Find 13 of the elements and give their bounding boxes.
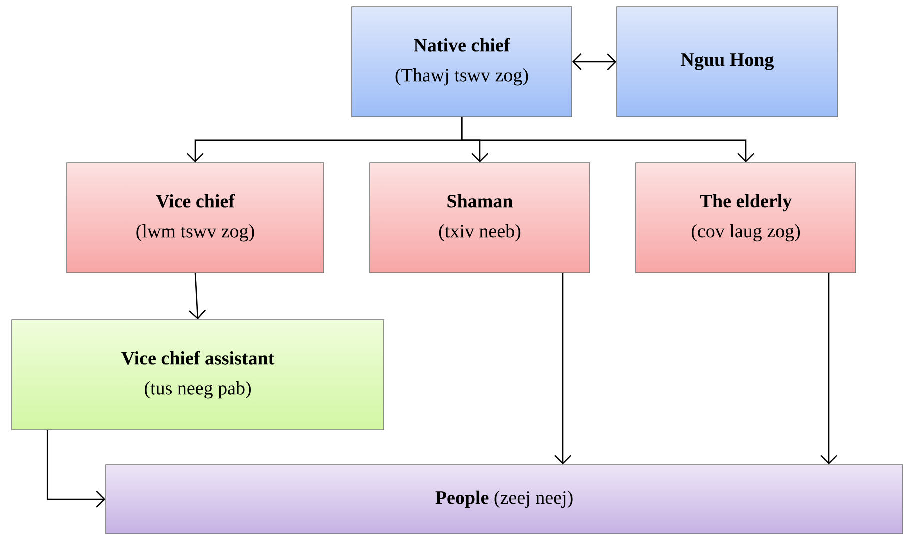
- arrow: [572, 54, 617, 70]
- org-box: Vice chief assistant (tus neeg pab): [12, 320, 384, 430]
- arrow: [820, 273, 838, 465]
- arrow: [189, 273, 206, 320]
- org-box: People (zeej neej): [106, 464, 904, 534]
- arrow: [554, 273, 572, 465]
- arrow: [46, 430, 106, 508]
- org-box: Shaman (txiv neeb): [370, 162, 590, 274]
- org-box: Native chief (Thawj tswv zog): [352, 6, 572, 118]
- arrow: [461, 117, 754, 163]
- org-box: Nguu Hong: [616, 6, 838, 118]
- org-box: The elderly (cov laug zog): [636, 162, 856, 274]
- org-box: Vice chief (lwm tswv zog): [66, 162, 324, 274]
